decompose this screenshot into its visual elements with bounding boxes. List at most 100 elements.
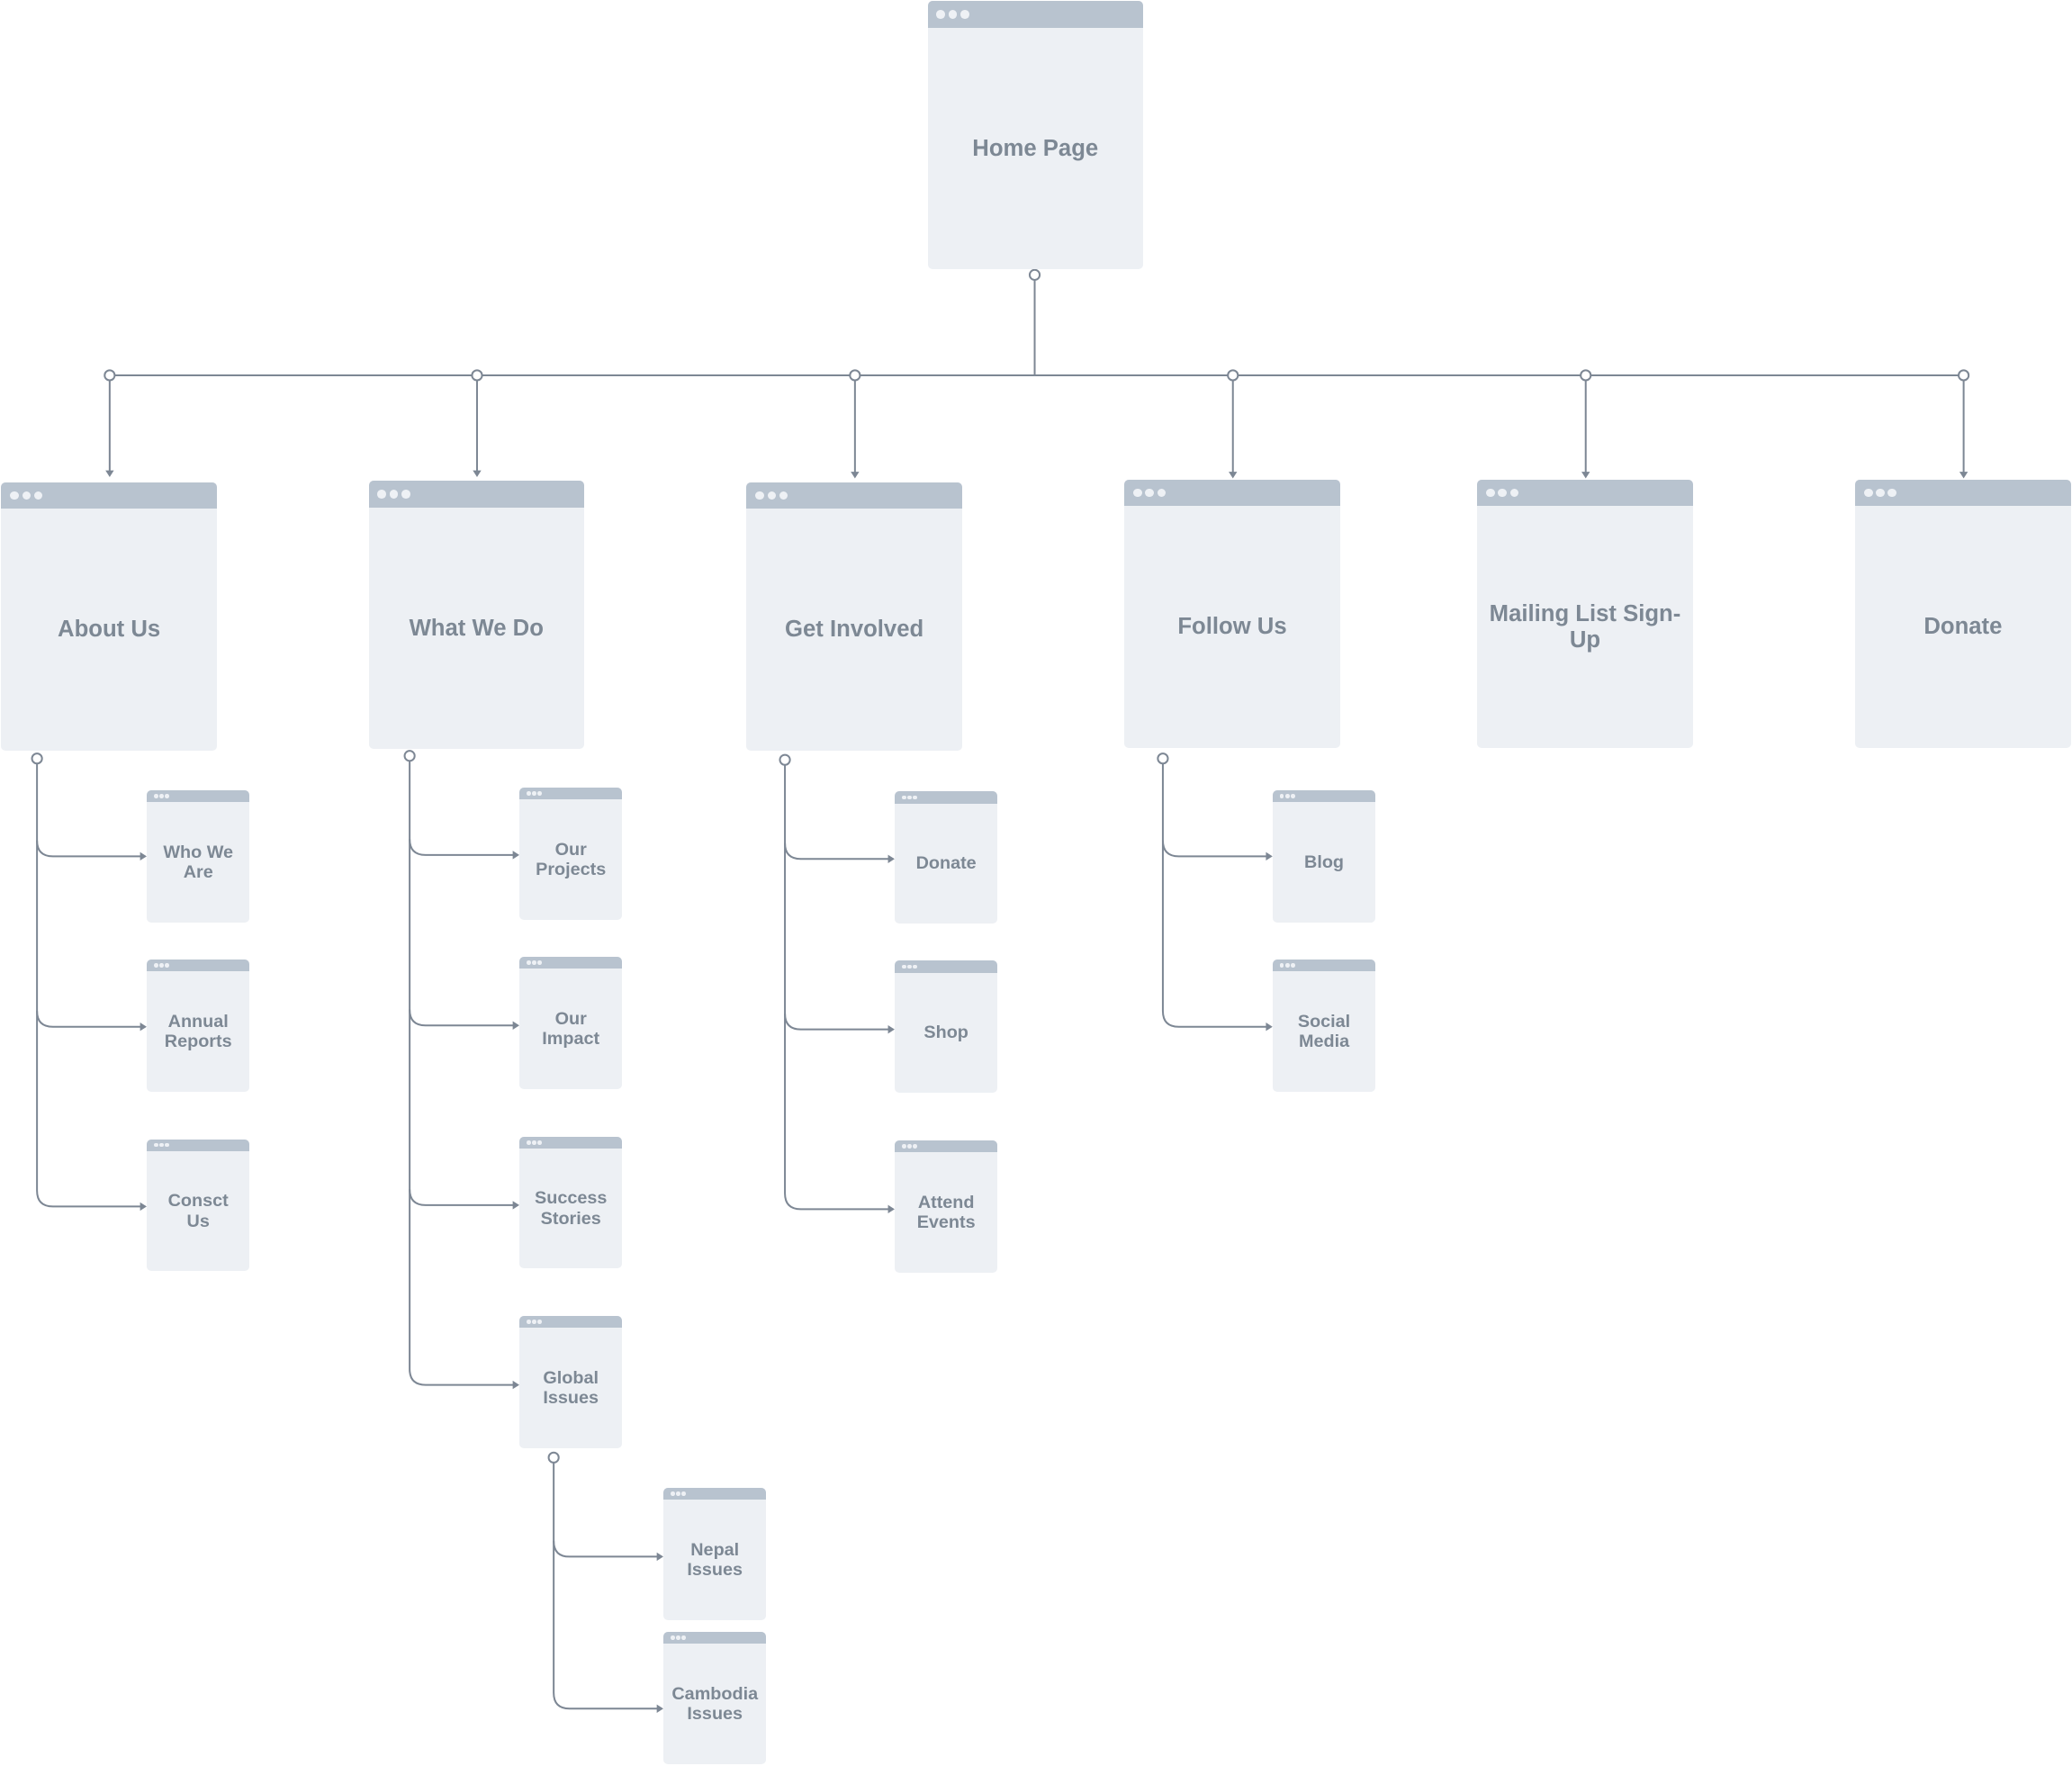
page-label: Get Involved bbox=[785, 617, 924, 643]
page-label: Social Media bbox=[1297, 1011, 1351, 1051]
window-dot-icon bbox=[670, 1635, 675, 1641]
window-dot-icon bbox=[526, 1320, 531, 1325]
subpage-social-media[interactable]: Social Media bbox=[1272, 959, 1376, 1092]
connector-node bbox=[1028, 268, 1041, 281]
window-dot-icon bbox=[907, 795, 912, 800]
window-dot-icon bbox=[767, 491, 777, 500]
window-dot-icon bbox=[681, 1635, 686, 1641]
subpage-our-impact[interactable]: Our Impact bbox=[518, 956, 623, 1089]
page-label: About Us bbox=[58, 617, 161, 643]
window-dot-icon bbox=[33, 491, 43, 500]
window-dot-icon bbox=[907, 1144, 912, 1149]
page-label: Blog bbox=[1304, 851, 1345, 872]
page-label: Donate bbox=[1923, 614, 2003, 640]
arrow-right-icon bbox=[512, 1201, 519, 1210]
page-title-bar bbox=[662, 1632, 767, 1644]
window-dot-icon bbox=[389, 490, 399, 499]
page-title-bar bbox=[1272, 959, 1376, 972]
page-label: Follow Us bbox=[1177, 614, 1287, 640]
window-dot-icon bbox=[901, 964, 906, 969]
page-label: Home Page bbox=[972, 135, 1099, 161]
subpage-global-issues[interactable]: Global Issues bbox=[518, 1316, 623, 1449]
window-dot-icon bbox=[532, 960, 536, 965]
section-get-involved[interactable]: Get Involved bbox=[746, 482, 962, 751]
page-label: Who We Are bbox=[163, 842, 234, 882]
connector-line bbox=[36, 758, 146, 1208]
window-dot-icon bbox=[913, 795, 917, 800]
window-dot-icon bbox=[1887, 488, 1897, 498]
window-dot-icon bbox=[153, 1142, 158, 1148]
section-what-we-do[interactable]: What We Do bbox=[368, 481, 584, 750]
arrow-right-icon bbox=[1266, 851, 1273, 861]
arrow-right-icon bbox=[140, 1202, 147, 1212]
connector-node bbox=[1958, 369, 1970, 382]
page-label: Attend Events bbox=[916, 1192, 976, 1232]
arrow-down-icon bbox=[1229, 472, 1238, 479]
window-dot-icon bbox=[936, 10, 946, 19]
page-title-bar bbox=[894, 791, 998, 804]
arrow-right-icon bbox=[656, 1704, 663, 1713]
connector-line bbox=[784, 760, 894, 1211]
window-dot-icon bbox=[1291, 794, 1295, 798]
subpage-shop[interactable]: Shop bbox=[894, 960, 998, 1094]
connector-line bbox=[553, 1540, 662, 1558]
window-dot-icon bbox=[153, 963, 158, 968]
section-donate[interactable]: Donate bbox=[1855, 479, 2071, 748]
window-dot-icon bbox=[1145, 488, 1155, 498]
connector-line bbox=[36, 840, 146, 858]
window-dot-icon bbox=[1279, 963, 1284, 968]
page-label: Our Projects bbox=[536, 839, 607, 879]
connector-line bbox=[784, 842, 894, 860]
window-dot-icon bbox=[401, 490, 410, 499]
page-label: Donate bbox=[915, 853, 977, 874]
window-dot-icon bbox=[10, 491, 19, 500]
home-page-card[interactable]: Home Page bbox=[927, 1, 1143, 270]
window-dot-icon bbox=[537, 791, 542, 796]
section-about-us[interactable]: About Us bbox=[1, 482, 217, 751]
page-label: Mailing List Sign-Up bbox=[1489, 600, 1681, 653]
subpage-blog[interactable]: Blog bbox=[1272, 789, 1376, 923]
subpage-cambodia-issues[interactable]: Cambodia Issues bbox=[662, 1632, 767, 1764]
window-dot-icon bbox=[1486, 488, 1495, 498]
window-dot-icon bbox=[676, 1491, 680, 1497]
window-dot-icon bbox=[532, 791, 536, 796]
subpage-attend-events[interactable]: Attend Events bbox=[894, 1140, 998, 1273]
window-dot-icon bbox=[532, 1140, 536, 1145]
subpage-annual-reports[interactable]: Annual Reports bbox=[146, 959, 250, 1092]
window-dot-icon bbox=[1291, 963, 1295, 968]
subpage-who-we-are[interactable]: Who We Are bbox=[146, 789, 250, 923]
window-dot-icon bbox=[901, 795, 906, 800]
window-dot-icon bbox=[907, 964, 912, 969]
window-dot-icon bbox=[948, 10, 958, 19]
page-title-bar bbox=[746, 482, 962, 509]
page-label: What We Do bbox=[409, 615, 544, 641]
connector-node bbox=[547, 1451, 560, 1464]
subpage-contact-us[interactable]: Consct Us bbox=[146, 1139, 250, 1272]
connector-node bbox=[104, 369, 116, 382]
subpage-nepal-issues[interactable]: Nepal Issues bbox=[662, 1488, 767, 1620]
connector-node bbox=[779, 753, 791, 766]
subpage-our-projects[interactable]: Our Projects bbox=[518, 787, 623, 920]
connector-node bbox=[1157, 752, 1169, 765]
page-label: Cambodia Issues bbox=[671, 1683, 759, 1725]
page-title-bar bbox=[1124, 479, 1340, 507]
window-dot-icon bbox=[1498, 488, 1508, 498]
section-follow-us[interactable]: Follow Us bbox=[1124, 479, 1340, 748]
window-dot-icon bbox=[755, 491, 764, 500]
arrow-down-icon bbox=[851, 472, 860, 479]
connector-line bbox=[1161, 840, 1272, 858]
window-dot-icon bbox=[1284, 794, 1290, 798]
window-dot-icon bbox=[779, 491, 788, 500]
page-title-bar bbox=[894, 1140, 998, 1153]
subpage-donate[interactable]: Donate bbox=[894, 791, 998, 924]
page-title-bar bbox=[1, 482, 217, 509]
window-dot-icon bbox=[377, 490, 387, 499]
subpage-success-stories[interactable]: Success Stories bbox=[518, 1136, 623, 1269]
page-title-bar bbox=[146, 789, 250, 803]
window-dot-icon bbox=[1279, 794, 1284, 798]
section-mailing-list[interactable]: Mailing List Sign-Up bbox=[1477, 479, 1693, 748]
arrow-right-icon bbox=[140, 1023, 147, 1032]
page-label: Our Impact bbox=[542, 1008, 600, 1049]
connector-line bbox=[553, 1457, 662, 1710]
